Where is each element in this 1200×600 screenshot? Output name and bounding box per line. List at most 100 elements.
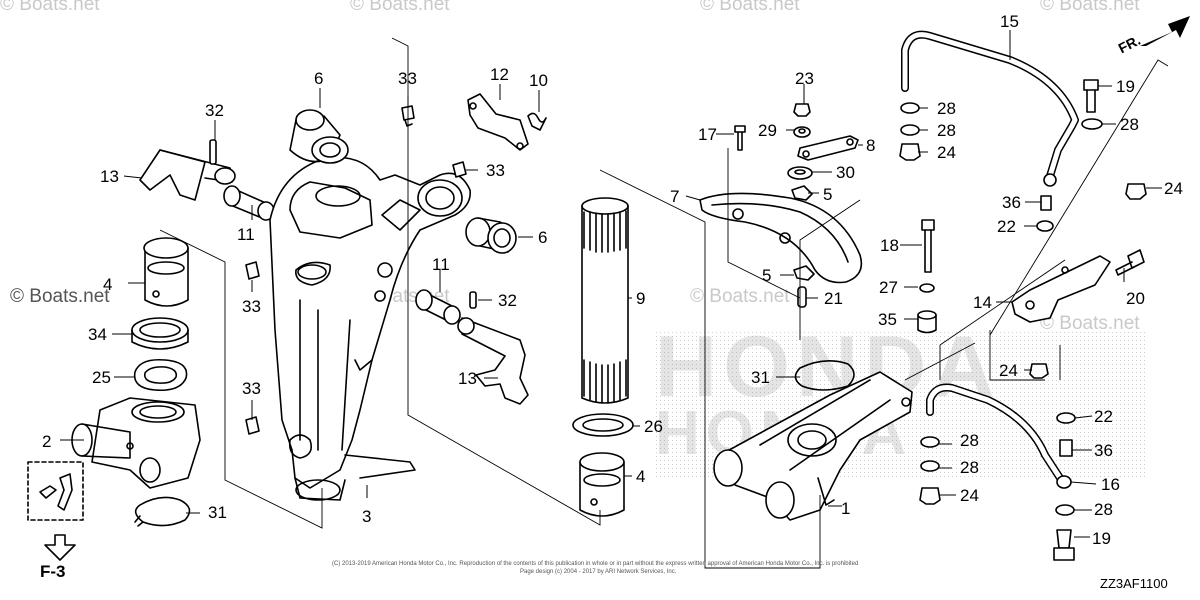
callout-29: 29 <box>758 121 777 140</box>
callout-16: 16 <box>1101 475 1120 494</box>
callout-18: 18 <box>880 236 899 255</box>
callout-6: 6 <box>538 228 548 247</box>
callout-24: 24 <box>999 361 1018 380</box>
part-33-bolt <box>245 261 260 280</box>
part-4-bushing-right <box>579 452 625 517</box>
front-direction-arrow <box>1140 16 1190 46</box>
part-25-washer <box>133 358 188 392</box>
watermark: © Boats.net <box>350 0 450 15</box>
callout-33: 33 <box>242 379 261 398</box>
part-31-circlip-right <box>794 360 855 391</box>
callout-3: 3 <box>362 507 372 526</box>
part-21-pin <box>797 286 807 308</box>
section-reference: F-3 <box>40 562 66 581</box>
callout-24: 24 <box>960 486 979 505</box>
part-12-bracket <box>467 93 529 151</box>
part-19-bolt-top <box>1083 79 1099 113</box>
callout-13: 13 <box>100 167 119 186</box>
callout-22: 22 <box>997 217 1016 236</box>
part-33-bolt <box>245 416 260 435</box>
callout-35: 35 <box>878 310 897 329</box>
callout-28: 28 <box>1120 115 1139 134</box>
callout-28: 28 <box>1094 500 1113 519</box>
callout-22: 22 <box>1094 407 1113 426</box>
part-30-washer <box>787 166 813 180</box>
part-24-nut <box>899 143 921 161</box>
part-36-spacer <box>1040 195 1052 211</box>
part-11-bushing-right <box>415 289 461 325</box>
diagram-code: ZZ3AF1100 <box>1100 576 1168 591</box>
part-31-circlip-left <box>134 496 191 527</box>
callout-28: 28 <box>937 121 956 140</box>
callout-6: 6 <box>314 69 324 88</box>
callout-11: 11 <box>432 255 450 274</box>
watermark: © Boats.net <box>10 286 110 307</box>
part-36-spacer <box>1059 439 1073 457</box>
watermark: © Boats.net <box>690 286 790 307</box>
callout-24: 24 <box>1164 179 1183 198</box>
callout-10: 10 <box>529 71 548 90</box>
part-28-washer <box>900 124 920 136</box>
part-2-mount-housing <box>71 397 201 489</box>
part-10-spring <box>527 112 547 131</box>
watermark: © Boats.net <box>1040 313 1140 334</box>
part-1-steering-bracket <box>713 371 913 521</box>
callout-11: 11 <box>237 225 255 244</box>
callout-28: 28 <box>937 99 956 118</box>
callout-28: 28 <box>960 458 979 477</box>
part-22-washer <box>1036 220 1054 232</box>
callout-19: 19 <box>1092 529 1111 548</box>
watermark: © Boats.net <box>700 0 800 15</box>
callout-31: 31 <box>208 503 227 522</box>
watermark: © Boats.net <box>0 0 100 15</box>
callout-31: 31 <box>751 368 770 387</box>
part-20-bolt <box>1115 249 1145 276</box>
callout-36: 36 <box>1094 441 1113 460</box>
callout-5: 5 <box>762 266 772 285</box>
callout-12: 12 <box>490 65 509 84</box>
part-6-plug-top <box>289 109 349 164</box>
callout-28: 28 <box>960 431 979 450</box>
callout-24: 24 <box>937 143 956 162</box>
callout-5: 5 <box>823 185 833 204</box>
part-14-tie-bar-bracket <box>1011 255 1111 323</box>
part-7-steering-arm <box>699 192 863 284</box>
callout-32: 32 <box>205 101 224 120</box>
part-28-washer <box>920 436 940 448</box>
callout-17: 17 <box>698 125 717 144</box>
assembly-lines <box>159 37 1169 569</box>
part-24-nut <box>1125 183 1147 200</box>
part-6-plug-right <box>465 217 517 254</box>
part-32-pin-left <box>209 139 217 165</box>
f3-reference-box <box>27 461 84 561</box>
part-5-nut-bottom <box>793 265 815 281</box>
callout-8: 8 <box>866 136 876 155</box>
callout-2: 2 <box>42 432 52 451</box>
part-23-nut <box>793 103 811 117</box>
callout-4: 4 <box>636 467 646 486</box>
part-32-pin-right <box>469 291 477 309</box>
callout-33: 33 <box>486 161 505 180</box>
part-4-bushing-left <box>143 237 189 307</box>
callout-14: 14 <box>973 293 992 312</box>
part-15-tie-bar-upper <box>901 30 1079 187</box>
callout-32: 32 <box>498 291 517 310</box>
callout-26: 26 <box>644 417 663 436</box>
callout-4: 4 <box>103 275 113 294</box>
part-3-swivel-case <box>269 156 472 501</box>
callout-13: 13 <box>458 369 477 388</box>
callout-34: 34 <box>88 325 107 344</box>
callout-15: 15 <box>1000 12 1019 31</box>
part-28-washer <box>1055 504 1075 516</box>
part-8-link <box>797 135 859 161</box>
callout-20: 20 <box>1126 289 1145 308</box>
callout-25: 25 <box>92 368 111 387</box>
callout-33: 33 <box>242 297 261 316</box>
part-35-collar <box>917 310 937 334</box>
callout-7: 7 <box>670 187 680 206</box>
callout-9: 9 <box>636 289 646 308</box>
part-27-washer <box>919 283 935 293</box>
callout-19: 19 <box>1116 77 1135 96</box>
